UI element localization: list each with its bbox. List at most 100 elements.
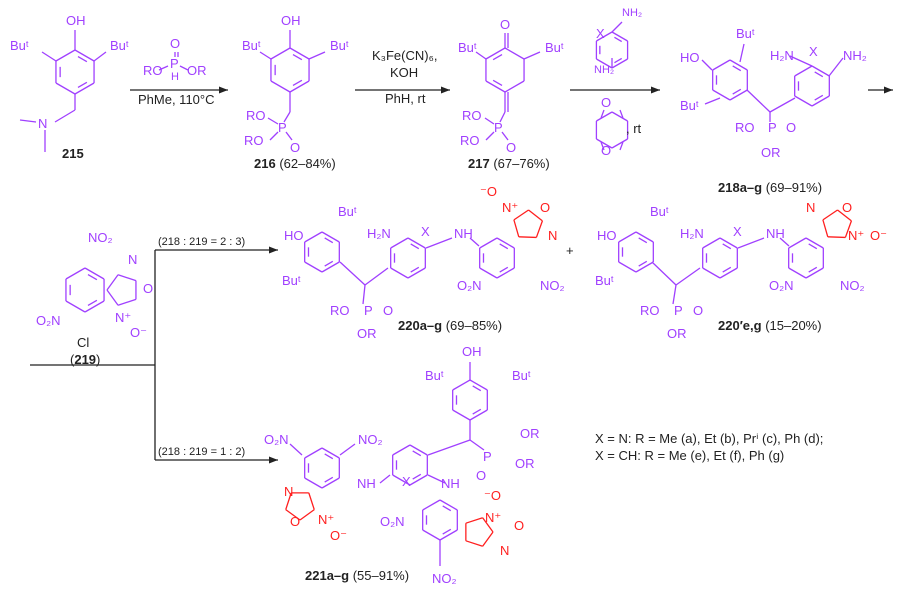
compound-219: NO₂ O₂N Cl N O N⁺ O⁻ (219) — [36, 230, 153, 367]
atom-no2: NO₂ — [432, 571, 457, 586]
ring-bond — [729, 89, 748, 101]
ring-double-bond — [732, 65, 742, 72]
atom-ho: HO — [680, 50, 700, 65]
atom-o: O — [290, 514, 300, 529]
furoxan-bond — [822, 209, 838, 221]
furoxan-bond — [465, 517, 483, 524]
atom-x: X — [402, 474, 411, 489]
ring-double-bond — [292, 53, 303, 61]
atom-o: O — [290, 140, 300, 155]
ring-bond — [392, 474, 411, 486]
atom-oh: OH — [66, 13, 86, 28]
ring-bond — [485, 47, 506, 60]
condition-step3: , rt — [626, 121, 642, 136]
ring-bond — [596, 58, 613, 69]
atom-x: X — [733, 224, 742, 239]
ring-double-bond — [492, 53, 503, 61]
ring-bond — [74, 82, 95, 95]
ring-bond — [439, 529, 458, 541]
furoxan-bond — [513, 219, 520, 237]
arrow-head — [269, 246, 278, 254]
substituent-bond — [54, 109, 76, 123]
ring-bond — [794, 95, 813, 107]
ring-bond — [390, 237, 409, 249]
atom-n: N — [806, 200, 815, 215]
compound-label-221: 221a–g (55–91%) — [305, 568, 409, 583]
ring-double-bond — [808, 243, 818, 250]
ring-bond — [321, 477, 340, 489]
substituent-bond — [158, 65, 169, 71]
atom-n: N — [38, 116, 47, 131]
atom-but: Buᵗ — [330, 38, 349, 53]
ring-double-bond — [614, 57, 623, 64]
ring-bond — [439, 499, 458, 511]
ring-bond — [712, 89, 731, 101]
substituent-bond — [484, 117, 495, 125]
ring-double-bond — [77, 81, 88, 89]
ring-double-bond — [442, 528, 452, 535]
atom-but: Buᵗ — [545, 40, 564, 55]
substituent-bond — [789, 55, 813, 67]
ring-bond — [84, 267, 105, 280]
ring-double-bond — [814, 71, 824, 78]
ring-bond — [409, 474, 428, 486]
atom-n: N — [284, 484, 293, 499]
ring-double-bond — [492, 79, 503, 87]
atom-o: O — [786, 120, 796, 135]
substituent-bond — [619, 109, 624, 119]
substituent-bond — [675, 267, 701, 286]
furoxan-bond — [482, 531, 494, 547]
atom-o2n: O₂N — [457, 278, 482, 293]
atom-x: X — [809, 44, 818, 59]
substituent-legend-line-1: X = N: R = Me (a), Et (b), Prⁱ (c), Ph (… — [595, 431, 823, 446]
atom-o: O — [383, 303, 393, 318]
ring-double-bond — [814, 94, 824, 101]
atom-n-plus: N⁺ — [502, 200, 518, 215]
ring-bond — [729, 59, 748, 71]
ring-bond — [618, 261, 637, 273]
furoxan-bond — [106, 274, 119, 291]
phosphite-reagent: O P H RO OR PhMe, 110°C — [138, 36, 215, 107]
atom-o-minus: ⁻O — [484, 488, 501, 503]
substituent-bond — [737, 237, 765, 249]
atom-but: Buᵗ — [458, 40, 477, 55]
ring-bond — [496, 267, 515, 279]
substituent-bond — [41, 51, 57, 62]
atom-ho: HO — [284, 228, 304, 243]
substituent-bond — [475, 51, 487, 60]
substituent-bond — [269, 131, 279, 141]
atom-no2: NO₂ — [840, 278, 865, 293]
atom-but: Buᵗ — [10, 38, 29, 53]
substituent-bond — [600, 141, 605, 151]
atom-p: P — [768, 120, 777, 135]
atom-or: OR — [515, 456, 535, 471]
atom-ho: HO — [597, 228, 617, 243]
atom-o2n: O₂N — [264, 432, 289, 447]
atom-o-minus: O⁻ — [870, 228, 887, 243]
ring-double-bond — [87, 273, 98, 281]
atom-o: O — [500, 17, 510, 32]
compound-label-215: 215 — [62, 146, 84, 161]
substituent-bond — [469, 439, 485, 451]
atom-but: Buᵗ — [425, 368, 444, 383]
furoxan-bond — [117, 274, 137, 282]
ring-bond — [479, 237, 498, 249]
substituent-bond — [739, 43, 745, 63]
ring-bond — [635, 231, 654, 243]
atom-x: X — [596, 26, 605, 41]
atom-nh2: NH₂ — [622, 7, 642, 19]
atom-o: O — [601, 143, 611, 158]
substituent-bond — [485, 131, 495, 141]
substituent-bond — [362, 284, 366, 305]
ring-double-bond — [77, 55, 88, 63]
atom-o: O — [540, 200, 550, 215]
atom-o: O — [601, 95, 611, 110]
atom-but: Buᵗ — [512, 368, 531, 383]
substituent-bond — [283, 111, 291, 123]
atom-p: P — [483, 449, 492, 464]
ring-bond — [289, 47, 310, 60]
bond-lines — [19, 21, 853, 566]
substituent-bond — [289, 443, 303, 456]
compound-label-219: (219) — [70, 352, 100, 367]
compound-217: O Buᵗ Buᵗ RO RO P O 217 (67–76%) — [458, 17, 564, 171]
